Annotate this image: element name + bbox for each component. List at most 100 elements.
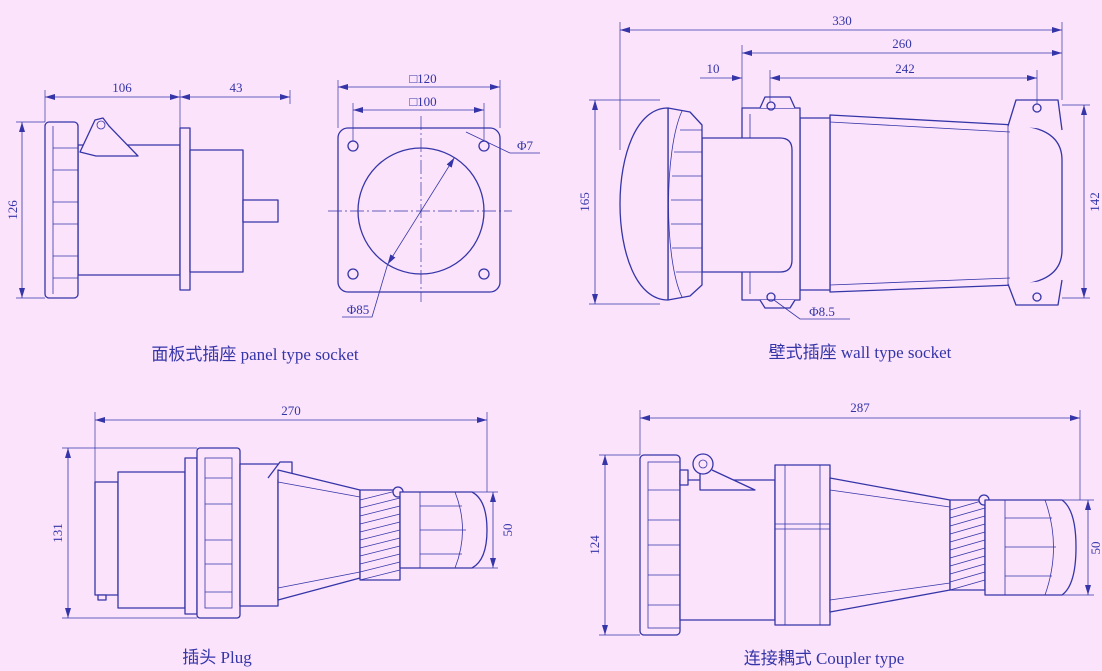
dimension-plate-size: □120 [337, 71, 501, 128]
thread-line [949, 531, 986, 543]
plug-collar [184, 457, 198, 615]
lid-latch-outline [79, 117, 139, 157]
handle-edge-line [829, 582, 951, 601]
thread-line [359, 529, 401, 541]
thread-line [359, 569, 401, 581]
thread-line [949, 571, 986, 583]
panel-socket-side-view: 106 43 126 [5, 80, 291, 299]
front-cap [44, 121, 79, 299]
wall-socket-caption: 壁式插座 wall type socket [769, 343, 952, 362]
dimension-offset: 10 [700, 61, 742, 81]
dimension-label: 131 [50, 523, 65, 543]
dimension-label: 142 [1087, 192, 1102, 212]
cable-gland-outline [984, 499, 1077, 596]
dimension-label: Φ7 [517, 138, 534, 153]
flange-hole [766, 292, 776, 302]
dimension-coupler-height: 124 [587, 454, 640, 636]
dimension-label: 50 [500, 524, 515, 537]
contact-carrier-key [97, 594, 107, 601]
thread-line [949, 579, 986, 591]
thread-line [359, 561, 401, 573]
dimension-flange-to-end: 260 [741, 36, 1062, 108]
dimension-label: 287 [850, 400, 870, 415]
dimension-front-height: 165 [577, 99, 660, 305]
flange-bottom-ear [759, 299, 796, 309]
leader-line [773, 299, 850, 320]
plug-caption: 插头 Plug [182, 648, 252, 667]
lid-hinge-pin [96, 120, 106, 130]
contact-carrier [94, 481, 119, 596]
leader-line [465, 131, 540, 154]
rear-body-block [799, 117, 831, 291]
dimension-opening-diameter: Φ85 [342, 157, 455, 318]
dimension-label: 270 [281, 403, 301, 418]
coupler-lid [692, 453, 756, 491]
dimension-plug-length: 270 [94, 403, 488, 492]
coupler-cable-gland [984, 499, 1077, 596]
leader-line [342, 264, 388, 318]
plug-view: 270 131 50 [50, 403, 515, 619]
thread-line [949, 547, 986, 559]
tapered-housing [829, 114, 1063, 293]
wall-socket-view: 330 260 242 10 165 142 [577, 13, 1102, 320]
dimension-label: 242 [895, 61, 915, 76]
dimension-mounting-holes: 242 [769, 61, 1038, 104]
thread-line [359, 513, 401, 525]
handle-edge-line [829, 489, 951, 508]
socket-cylinder [701, 137, 793, 273]
plug-coupling-nut [196, 447, 241, 619]
coupler-latch-block [679, 469, 689, 486]
coupler-collar [774, 464, 831, 626]
bracket-hole [1032, 292, 1042, 302]
coupler-caption: 连接耦式 Coupler type [744, 649, 905, 668]
coupler-thread [949, 499, 986, 591]
ribbed-ring-outline [667, 107, 703, 301]
square-mounting-plate [337, 127, 501, 293]
thread-line [949, 523, 986, 535]
dimension-label: 126 [5, 200, 20, 220]
collar-outline [774, 464, 831, 626]
plug-handle-ring [239, 463, 279, 607]
dimension-label: 260 [892, 36, 912, 51]
rear-pin [242, 199, 279, 223]
lid-flap [699, 469, 756, 491]
dimension-label: 43 [230, 80, 243, 95]
wall-bracket [1007, 99, 1063, 306]
dimension-label: Φ8.5 [809, 304, 835, 319]
coupler-body [679, 479, 776, 621]
lid-hinge [692, 453, 714, 475]
dimension-plug-cable-end: 50 [472, 491, 515, 569]
dimension-label: 10 [707, 61, 720, 76]
dimension-label: 330 [832, 13, 852, 28]
coupling-nut-inner [204, 457, 233, 609]
coupling-nut-outline [196, 447, 241, 619]
dimension-hole-diameter: Φ8.5 [773, 299, 850, 320]
thread-line [359, 553, 401, 565]
front-dome-cover [619, 107, 669, 301]
handle-edge-line [277, 481, 361, 498]
dimension-hole-spacing: □100 [352, 94, 485, 141]
thread-line [949, 555, 986, 567]
dimension-coupler-length: 287 [639, 400, 1081, 500]
dimension-overall-length: 330 [619, 13, 1063, 150]
housing-edge-line [829, 121, 1011, 133]
thread-line [359, 545, 401, 557]
ribbed-ring [667, 107, 703, 301]
dimension-hole-diameter: Φ7 [465, 131, 540, 154]
coupler-front-cap [639, 454, 681, 636]
rear-housing [189, 149, 244, 273]
dimension-label: □120 [409, 71, 436, 86]
handle-edge-line [277, 571, 361, 589]
thread-line [359, 505, 401, 517]
bracket-bottom-tab [1007, 279, 1063, 306]
thread-line [359, 521, 401, 533]
mounting-hole [347, 268, 359, 280]
thread-line [949, 539, 986, 551]
thread-line [949, 563, 986, 575]
lid-hinge-pin [698, 459, 708, 469]
thread-line [359, 537, 401, 549]
plug-front-body [117, 471, 186, 609]
plug-tapered-handle [277, 469, 361, 601]
dimension-label: □100 [409, 94, 436, 109]
dimension-label: 106 [112, 80, 132, 95]
